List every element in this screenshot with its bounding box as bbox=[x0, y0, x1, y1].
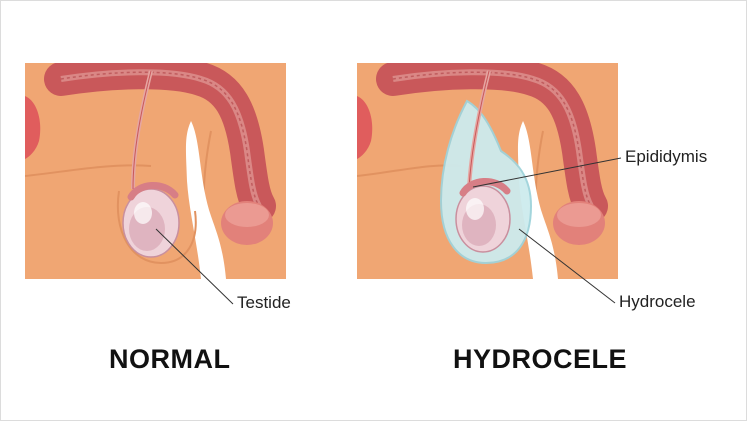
hydrocele-epididymis bbox=[459, 178, 511, 197]
normal-panel bbox=[25, 63, 286, 305]
hydrocele-heading: HYDROCELE bbox=[453, 344, 628, 374]
testide-pointer-line bbox=[155, 228, 234, 305]
normal-heading: NORMAL bbox=[109, 344, 231, 374]
testide-label: Testide bbox=[237, 293, 291, 312]
epididymis-pointer-line bbox=[472, 157, 622, 188]
hydrocele-panel bbox=[357, 63, 622, 304]
normal-bladder-shape bbox=[25, 96, 41, 159]
hydrocele-label: Hydrocele bbox=[619, 292, 696, 311]
hydrocele-pointer-line bbox=[518, 228, 616, 304]
hydrocele-bladder-shape bbox=[357, 96, 373, 159]
epididymis-label: Epididymis bbox=[625, 147, 708, 166]
